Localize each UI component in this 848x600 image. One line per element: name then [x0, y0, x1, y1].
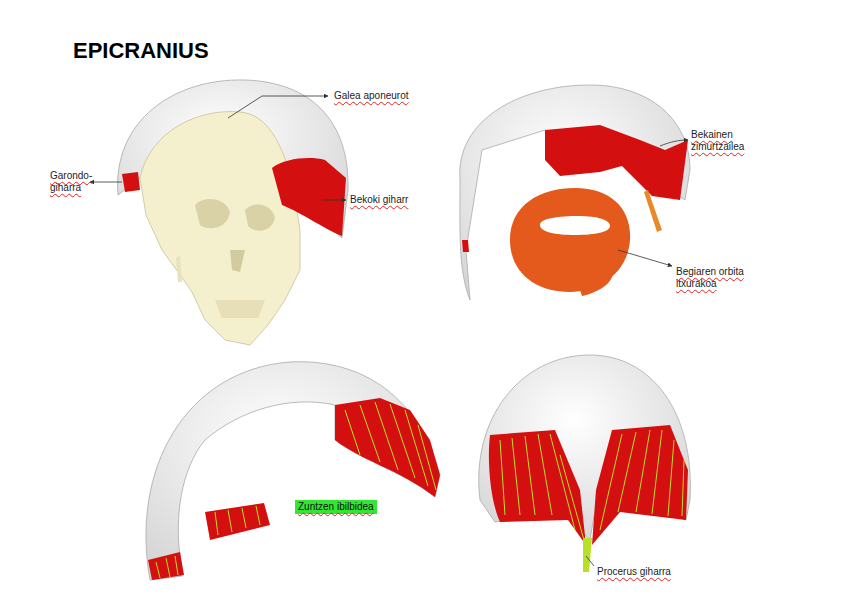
fiber-front-panel [479, 355, 691, 572]
part-label: Begiaren orbita itxurakoa [676, 266, 758, 290]
corrugator-panel [460, 85, 690, 300]
part-label: Garondo- giharra [50, 170, 90, 194]
highlight-text: Zuntzen ibilbidea [298, 501, 374, 513]
part-label: Procerus giharra [597, 566, 671, 578]
part-label: Bekainen zimurtzailea [691, 129, 781, 153]
part-label: Bekoki giharr [350, 194, 408, 206]
highlight-box: Zuntzen ibilbidea [295, 500, 377, 514]
part-label: Galea aponeurot [334, 90, 409, 102]
fiber-side-panel [146, 362, 440, 580]
title: EPICRANIUS [73, 38, 209, 64]
skull-panel [90, 80, 348, 345]
